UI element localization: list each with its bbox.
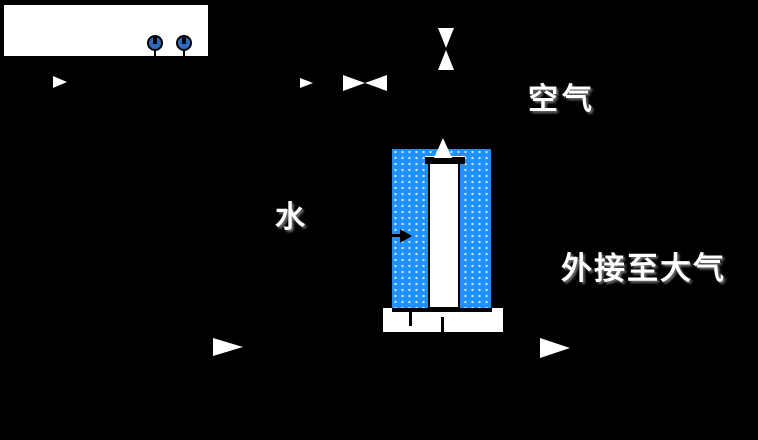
valve-vertical-icon [438, 50, 454, 70]
knob-stem [154, 49, 156, 56]
flow-arrow-right-icon [53, 76, 67, 88]
knob-stem [183, 49, 185, 56]
label-air: 空气 [528, 82, 596, 117]
instrument-box [4, 5, 208, 56]
valve-horizontal-icon [343, 75, 365, 91]
flow-arrow-right-icon [213, 338, 243, 356]
valve-vertical-icon [438, 28, 454, 48]
flow-arrow-right-icon [540, 338, 570, 358]
flow-arrow-right-icon [300, 78, 313, 88]
water-inlet-arrow [375, 234, 401, 237]
label-water: 水 [275, 200, 305, 235]
water-inlet-arrow-icon [400, 229, 412, 243]
base-top-line [392, 308, 492, 312]
valve-horizontal-icon [365, 75, 387, 91]
base-slot [409, 312, 412, 326]
test-column [428, 162, 460, 309]
base-slot [441, 317, 444, 332]
label-vent: 外接至大气 [561, 251, 726, 287]
test-column-cone-icon [434, 138, 452, 158]
